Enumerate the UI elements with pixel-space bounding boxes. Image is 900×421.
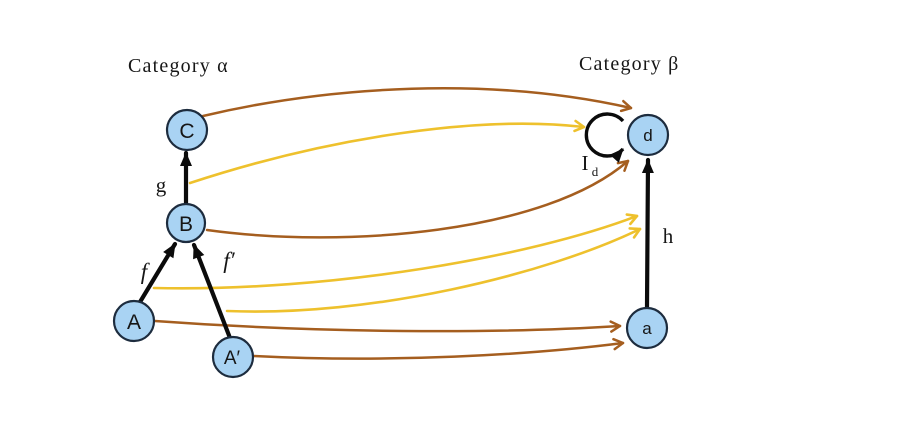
arrow-f <box>137 241 178 305</box>
node-Aprime-label: A′ <box>224 348 241 369</box>
map-arrow-g-to-id <box>188 119 586 185</box>
map-arrow-Aprime-to-a <box>252 337 625 360</box>
label-h: h <box>663 224 674 248</box>
node-Aprime <box>211 335 255 379</box>
label-identity-sub: d <box>592 164 599 179</box>
label-f: f <box>141 259 151 284</box>
category-alpha-label: Category α <box>128 55 229 77</box>
map-arrow-B-to-d <box>205 159 630 239</box>
node-A <box>112 299 156 343</box>
label-g: g <box>156 173 167 197</box>
node-d-label: d <box>643 126 652 145</box>
map-arrow-fprime-to-h <box>225 227 642 313</box>
node-a <box>625 306 669 350</box>
node-B-label: B <box>179 213 193 236</box>
category-beta-label: Category β <box>579 53 680 75</box>
node-C <box>165 108 209 152</box>
node-C-label: C <box>179 120 194 143</box>
map-arrow-f-to-h <box>152 213 639 290</box>
label-identity: I <box>582 151 589 175</box>
node-A-label: A <box>127 311 141 334</box>
map-arrow-C-to-d <box>201 87 633 118</box>
label-fprime: f′ <box>223 248 235 273</box>
node-B <box>165 202 207 244</box>
node-d <box>626 113 670 157</box>
arrow-fprime <box>191 242 233 341</box>
identity-loop-arrow <box>584 112 625 163</box>
arrow-h <box>641 157 654 310</box>
node-a-label: a <box>642 319 652 338</box>
